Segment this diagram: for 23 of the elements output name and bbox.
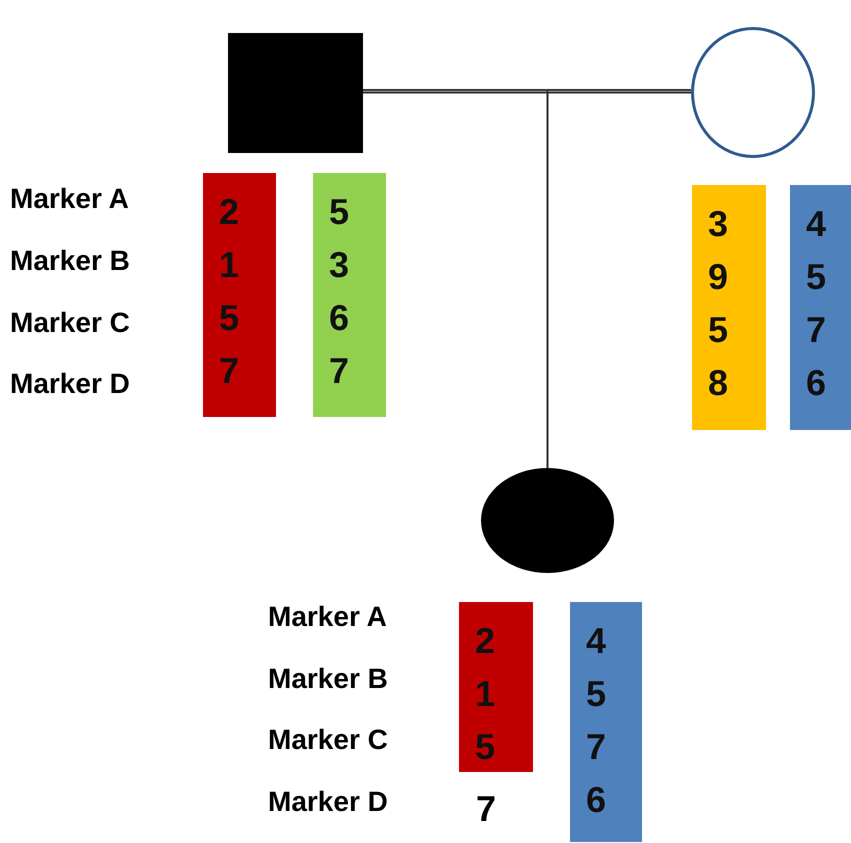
affected-male-square	[228, 33, 363, 153]
marker-label: Marker B	[268, 663, 388, 695]
haplotype-bar	[692, 185, 766, 430]
haplotype-bar	[459, 602, 533, 772]
haplotype-bar	[790, 185, 851, 430]
marker-label: Marker A	[268, 601, 387, 633]
allele-numbers: 2 1 5	[475, 619, 496, 769]
allele-numbers: 2 1 5 7	[219, 190, 240, 393]
marker-label: Marker C	[268, 724, 388, 756]
marker-label: Marker B	[10, 245, 130, 277]
allele-numbers: 4 5 7 6	[806, 202, 826, 405]
allele-numbers: 5 3 6 7	[329, 190, 350, 393]
marker-label: Marker D	[10, 368, 130, 400]
pedigree-line	[363, 92, 691, 94]
marker-label: Marker D	[268, 786, 388, 818]
marker-label: Marker C	[10, 307, 130, 339]
haplotype-bar	[570, 602, 642, 842]
haplotype-bar	[313, 173, 386, 417]
allele-numbers: 3 9 5 8	[708, 202, 728, 405]
marker-label: Marker A	[10, 183, 129, 215]
allele-numbers: 4 5 7 6	[586, 619, 606, 822]
allele-number: 7	[476, 788, 496, 830]
haplotype-bar	[203, 173, 276, 417]
